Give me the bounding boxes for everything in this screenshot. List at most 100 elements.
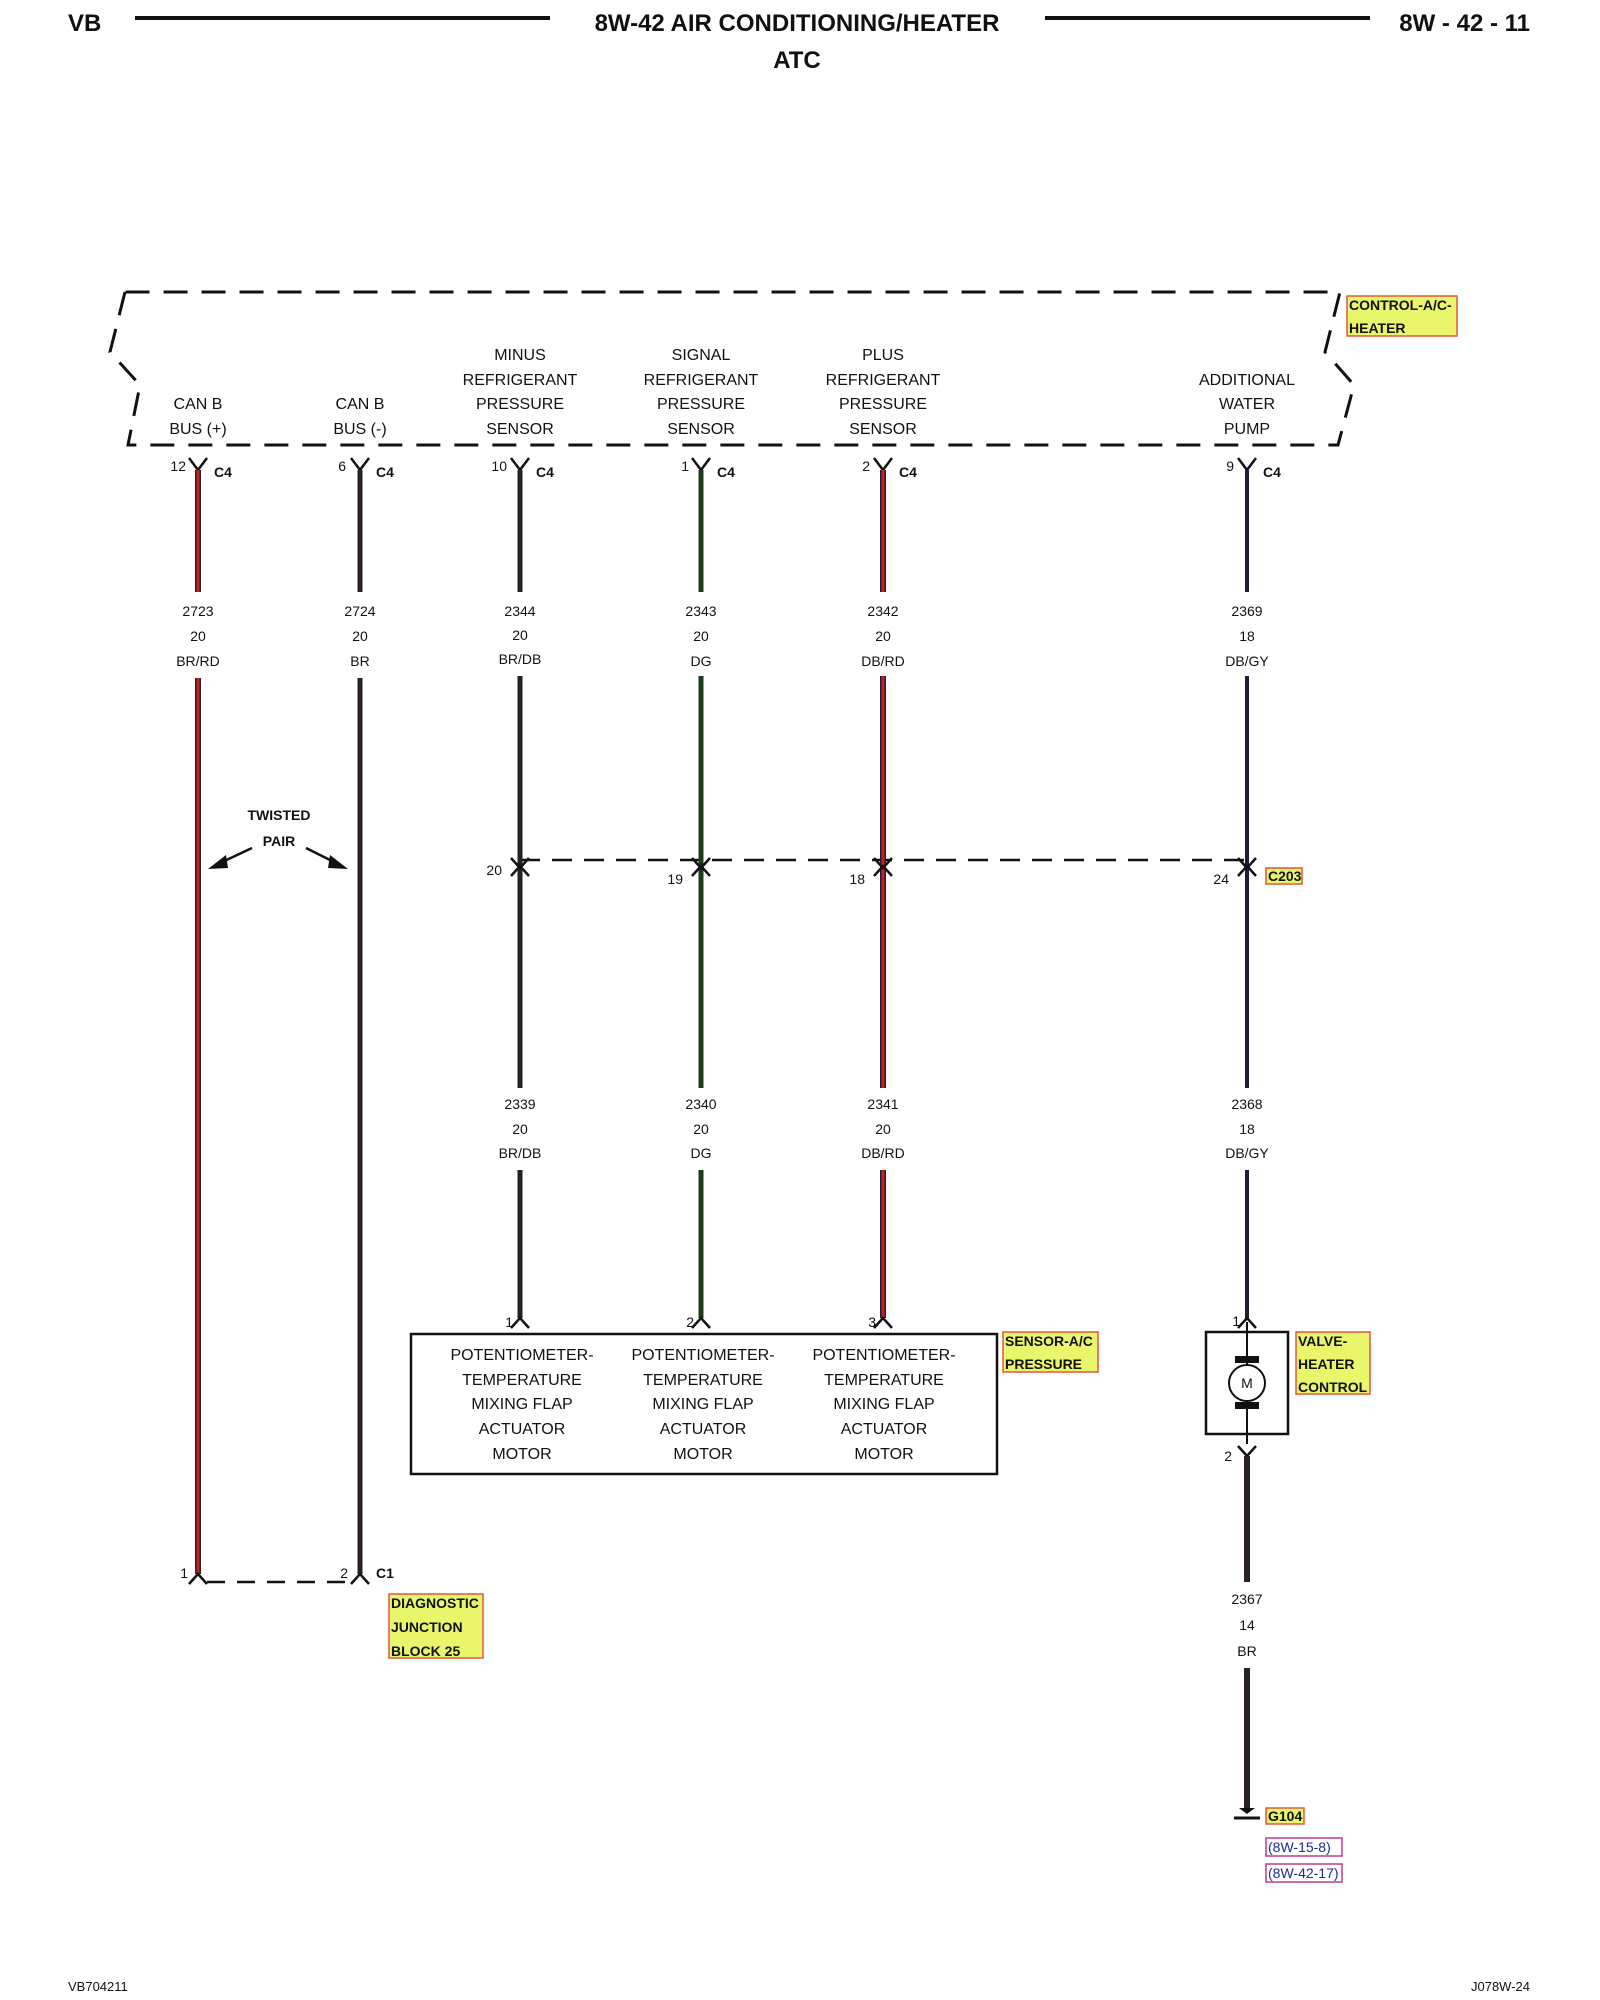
twisted-pair-arrow-left xyxy=(208,855,228,869)
sensor-2-line4: ACTUATOR xyxy=(660,1421,747,1438)
pin-label-plus-2: REFRIGERANT xyxy=(826,372,941,389)
ref-link-1[interactable]: (8W-15-8) xyxy=(1268,1839,1331,1855)
sensor-tag-line2: PRESSURE xyxy=(1005,1356,1082,1372)
c4-label-4: C4 xyxy=(717,464,735,480)
wire-2341-circuit: 2341 xyxy=(867,1096,898,1112)
c1-pin-1: 1 xyxy=(180,1565,188,1581)
sensor-pin-3: 3 xyxy=(868,1314,876,1330)
pin-label-minus-2: REFRIGERANT xyxy=(463,372,578,389)
pin-label-can-pos-2: BUS (+) xyxy=(169,421,226,438)
motor-symbol: M xyxy=(1241,1375,1253,1391)
sensor-ac-pressure: 1 2 3 POTENTIOMETER- TEMPERATURE MIXING … xyxy=(409,1314,1099,1476)
diagnostic-tag-line1: DIAGNOSTIC xyxy=(391,1595,479,1611)
sensor-3-line3: MIXING FLAP xyxy=(833,1396,934,1413)
wire-2723-gauge: 20 xyxy=(190,628,206,644)
sensor-1-line4: ACTUATOR xyxy=(479,1421,566,1438)
wires-mid xyxy=(517,676,1249,1088)
wire-2342-gauge: 20 xyxy=(875,628,891,644)
wire-2724-circuit: 2724 xyxy=(344,603,375,619)
page-footer: VB704211 J078W-24 xyxy=(68,1979,1530,1994)
header-left: VB xyxy=(68,10,101,37)
valve-heater-control: 1 2 M VALVE- HEATER CONTROL xyxy=(1204,1313,1371,1464)
valve-tag-line1: VALVE- xyxy=(1298,1333,1348,1349)
sensor-pin-2: 2 xyxy=(686,1314,694,1330)
diagnostic-tag-line3: BLOCK 25 xyxy=(391,1643,460,1659)
valve-tag-line3: CONTROL xyxy=(1298,1379,1368,1395)
wire-2344-color: BR/DB xyxy=(499,651,542,667)
wires-upper xyxy=(195,470,1249,592)
wire-2724-color: BR xyxy=(350,653,369,669)
sensor-pin-1: 1 xyxy=(505,1314,513,1330)
wire-2724-gauge: 20 xyxy=(352,628,368,644)
c4-pin-minus: 10 xyxy=(491,458,507,474)
pin-label-minus-1: MINUS xyxy=(494,347,546,364)
sensor-3-line5: MOTOR xyxy=(854,1446,913,1463)
ground-label: G104 xyxy=(1268,1808,1302,1824)
sensor-3-line1: POTENTIOMETER- xyxy=(812,1347,955,1364)
wire-2368-color: DB/GY xyxy=(1225,1145,1269,1161)
c4-label-2: C4 xyxy=(376,464,394,480)
sensor-2-line5: MOTOR xyxy=(673,1446,732,1463)
c4-label-6: C4 xyxy=(1263,464,1281,480)
valve-pin-2: 2 xyxy=(1224,1448,1232,1464)
pin-label-plus-4: SENSOR xyxy=(849,421,917,438)
c203-pin-minus: 20 xyxy=(486,862,502,878)
ref-link-2[interactable]: (8W-42-17) xyxy=(1268,1865,1339,1881)
sensor-3-line2: TEMPERATURE xyxy=(824,1372,944,1389)
pin-label-plus-3: PRESSURE xyxy=(839,396,927,413)
valve-tag: VALVE- HEATER CONTROL xyxy=(1295,1331,1371,1395)
wire-2368-circuit: 2368 xyxy=(1231,1096,1262,1112)
c203-label: C203 xyxy=(1268,868,1302,884)
twisted-pair-label-2: PAIR xyxy=(263,833,295,849)
c203-pin-pump: 24 xyxy=(1213,871,1229,887)
pin-label-minus-3: PRESSURE xyxy=(476,396,564,413)
control-tag-line2: HEATER xyxy=(1349,320,1406,336)
page-number: 8W - 42 - 11 xyxy=(1399,10,1530,37)
c203-pin-numbers: 20 19 18 24 xyxy=(486,862,1229,887)
wire-labels-upper: 2723 20 BR/RD 2724 20 BR 2344 20 BR/DB 2… xyxy=(176,603,1269,669)
footer-right: J078W-24 xyxy=(1471,1979,1530,1994)
c4-label-3: C4 xyxy=(536,464,554,480)
wire-2340-circuit: 2340 xyxy=(685,1096,716,1112)
c1-pin-2: 2 xyxy=(340,1565,348,1581)
wire-2342-color: DB/RD xyxy=(861,653,905,669)
c203-pin-signal: 19 xyxy=(667,871,683,887)
c4-pin-numbers: 12 6 10 1 2 9 C4 C4 C4 C4 C4 C4 xyxy=(170,458,1281,480)
pin-label-pump-1: ADDITIONAL xyxy=(1199,372,1295,389)
ground-g104: G104 (8W-15-8) (8W-42-17) xyxy=(1234,1807,1343,1883)
sensor-2-line3: MIXING FLAP xyxy=(652,1396,753,1413)
wire-2339-gauge: 20 xyxy=(512,1121,528,1137)
footer-left: VB704211 xyxy=(68,1979,128,1994)
sensor-section-3: POTENTIOMETER- TEMPERATURE MIXING FLAP A… xyxy=(812,1347,955,1463)
c4-pin-can-neg: 6 xyxy=(338,458,346,474)
can-bus-wires xyxy=(195,678,363,1574)
diagnostic-junction-block: 1 2 C1 DIAGNOSTIC JUNCTION BLOCK 25 xyxy=(180,1565,484,1659)
sensor-section-2: POTENTIOMETER- TEMPERATURE MIXING FLAP A… xyxy=(631,1347,774,1463)
wire-2340-color: DG xyxy=(691,1145,712,1161)
pin-label-signal-4: SENSOR xyxy=(667,421,735,438)
sensor-1-line5: MOTOR xyxy=(492,1446,551,1463)
sensor-2-line2: TEMPERATURE xyxy=(643,1372,763,1389)
pin-label-can-neg-1: CAN B xyxy=(336,396,385,413)
wire-2342-circuit: 2342 xyxy=(867,603,898,619)
wire-2367-gauge: 14 xyxy=(1239,1617,1255,1633)
twisted-pair-callout: TWISTED PAIR xyxy=(208,807,348,869)
c4-pin-plus: 2 xyxy=(862,458,870,474)
sensor-section-1: POTENTIOMETER- TEMPERATURE MIXING FLAP A… xyxy=(450,1347,593,1463)
wire-2369-gauge: 18 xyxy=(1239,628,1255,644)
control-module-tag: CONTROL-A/C- HEATER xyxy=(1346,295,1458,337)
c203-pin-plus: 18 xyxy=(849,871,865,887)
sensor-2-line1: POTENTIOMETER- xyxy=(631,1347,774,1364)
pin-label-pump-2: WATER xyxy=(1219,396,1275,413)
pin-label-can-neg-2: BUS (-) xyxy=(333,421,386,438)
twisted-pair-label-1: TWISTED xyxy=(248,807,311,823)
wire-2341-gauge: 20 xyxy=(875,1121,891,1137)
c1-label: C1 xyxy=(376,1565,394,1581)
sensor-tag: SENSOR-A/C PRESSURE xyxy=(1002,1331,1099,1373)
sensor-body xyxy=(409,1332,999,1476)
wire-2344-gauge: 20 xyxy=(512,627,528,643)
wire-2367-color: BR xyxy=(1237,1643,1256,1659)
wire-2369-color: DB/GY xyxy=(1225,653,1269,669)
pin-label-minus-4: SENSOR xyxy=(486,421,554,438)
